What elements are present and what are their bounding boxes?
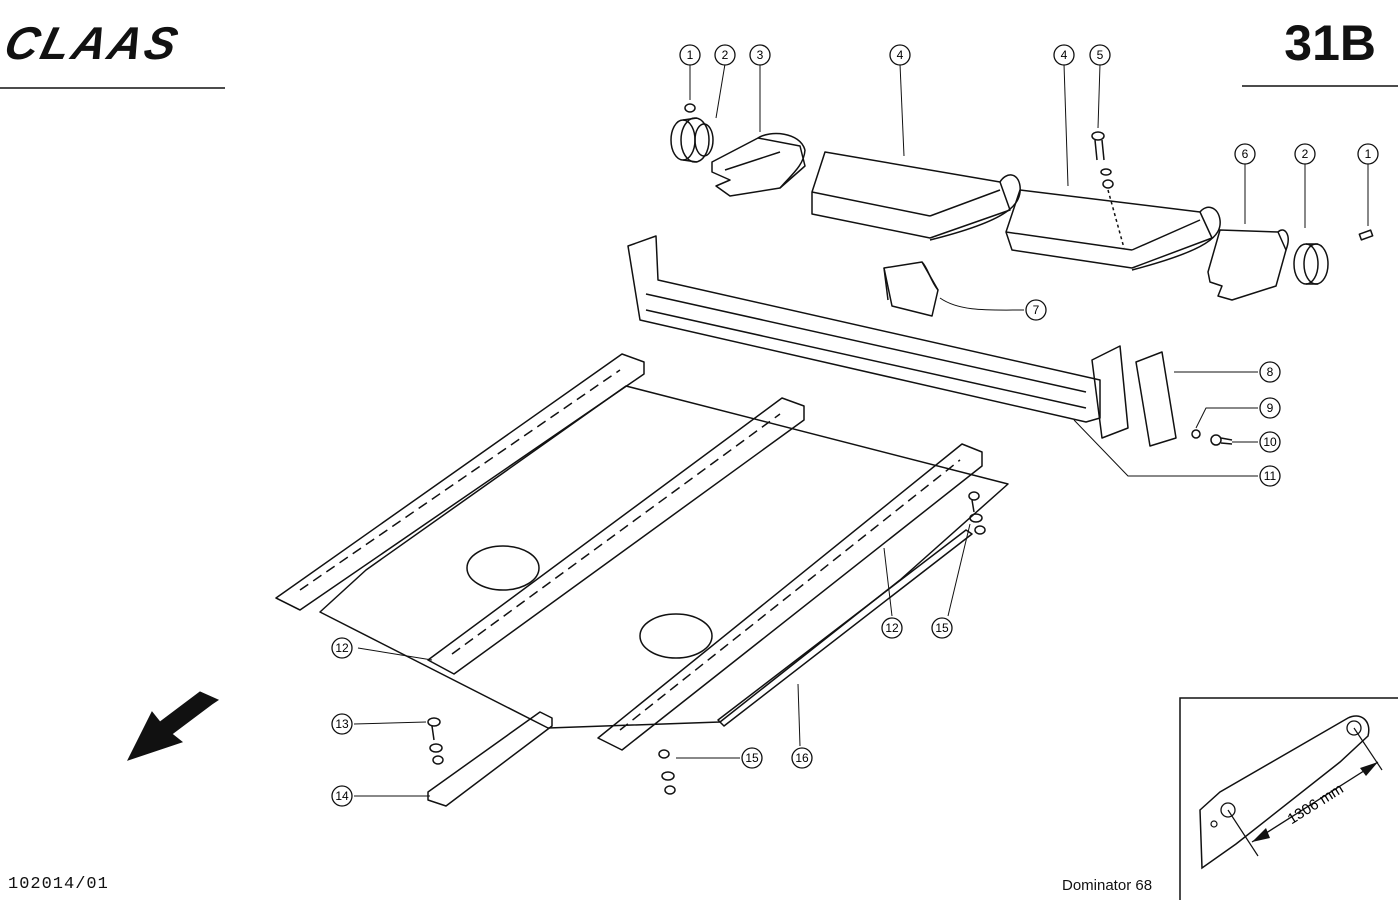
callout-label: 12 xyxy=(335,641,349,655)
part-bracket-7 xyxy=(883,261,939,317)
callout-14: 14 xyxy=(331,785,353,807)
inset-dimension-label: 1306 mm xyxy=(1285,780,1347,828)
part-bolt-10 xyxy=(1210,434,1233,446)
plate-opening-left xyxy=(466,545,540,591)
callout-label: 4 xyxy=(1061,48,1068,62)
part-plate-8 xyxy=(1135,351,1177,447)
callout-13: 13 xyxy=(331,713,353,735)
document-code: 102014/01 xyxy=(8,875,109,894)
part-slat-12-middle xyxy=(427,397,805,675)
part-cover-3 xyxy=(711,132,806,197)
part-slat-14 xyxy=(427,711,553,807)
direction-arrow-icon xyxy=(127,691,220,761)
callout-12-left: 12 xyxy=(331,637,353,659)
callout-label: 2 xyxy=(722,48,729,62)
callout-leaders xyxy=(353,63,1369,797)
callout-markers: 1 2 3 4 4 5 6 2 1 7 8 9 10 11 12 12 15 1… xyxy=(331,44,1379,807)
part-pin-1-right xyxy=(1358,229,1374,241)
callout-label: 13 xyxy=(335,717,349,731)
part-bolt-15-bottom xyxy=(658,749,676,795)
part-bearing-2-right xyxy=(1293,243,1329,285)
page-number: 31B xyxy=(1284,15,1376,71)
part-washer-9 xyxy=(1191,429,1201,439)
callout-label: 15 xyxy=(935,621,949,635)
callout-label: 11 xyxy=(1264,469,1277,483)
model-name: Dominator 68 xyxy=(1062,877,1153,894)
part-bolt-5 xyxy=(1091,131,1125,249)
callout-label: 5 xyxy=(1097,48,1104,62)
part-cover-4-right xyxy=(1005,189,1221,271)
plate-opening-right xyxy=(639,613,713,659)
callout-label: 3 xyxy=(757,48,764,62)
callout-label: 12 xyxy=(885,621,899,635)
part-floor-plate xyxy=(319,385,1009,729)
callout-11: 11 xyxy=(1259,465,1281,487)
callout-1-top: 1 xyxy=(679,44,701,66)
part-bearing-2 xyxy=(670,117,714,163)
callout-16: 16 xyxy=(791,747,813,769)
part-pin-1 xyxy=(684,103,696,113)
callout-4-left: 4 xyxy=(889,44,911,66)
part-cover-4-left xyxy=(811,151,1021,241)
callout-5: 5 xyxy=(1089,44,1111,66)
callout-label: 7 xyxy=(1033,303,1040,317)
part-bolt-13 xyxy=(427,717,444,765)
part-slat-12-left xyxy=(275,353,645,611)
callout-label: 8 xyxy=(1267,365,1274,379)
callout-label: 1 xyxy=(687,48,694,62)
inset-detail: 1306 mm xyxy=(1179,697,1398,900)
callout-10: 10 xyxy=(1259,431,1281,453)
callout-12-right: 12 xyxy=(881,617,903,639)
part-bolt-15-right xyxy=(968,491,986,535)
callout-label: 10 xyxy=(1263,435,1277,449)
callout-2-top: 2 xyxy=(714,44,736,66)
callout-1-right: 1 xyxy=(1357,143,1379,165)
callout-label: 1 xyxy=(1365,147,1372,161)
callout-label: 6 xyxy=(1242,147,1249,161)
callout-3: 3 xyxy=(749,44,771,66)
callout-8: 8 xyxy=(1259,361,1281,383)
part-beam-11 xyxy=(627,235,1129,439)
callout-9: 9 xyxy=(1259,397,1281,419)
callout-label: 4 xyxy=(897,48,904,62)
callout-6: 6 xyxy=(1234,143,1256,165)
part-slat-12-right xyxy=(597,443,983,751)
callout-label: 9 xyxy=(1267,401,1274,415)
callout-4-right: 4 xyxy=(1053,44,1075,66)
callout-label: 16 xyxy=(795,751,809,765)
callout-label: 15 xyxy=(745,751,759,765)
callout-2-right: 2 xyxy=(1294,143,1316,165)
part-strip-16 xyxy=(717,529,973,727)
callout-15-right: 15 xyxy=(931,617,953,639)
part-cover-6 xyxy=(1207,229,1289,301)
callout-15-bottom: 15 xyxy=(741,747,763,769)
callout-7: 7 xyxy=(1025,299,1047,321)
callout-label: 2 xyxy=(1302,147,1309,161)
callout-label: 14 xyxy=(335,789,349,803)
